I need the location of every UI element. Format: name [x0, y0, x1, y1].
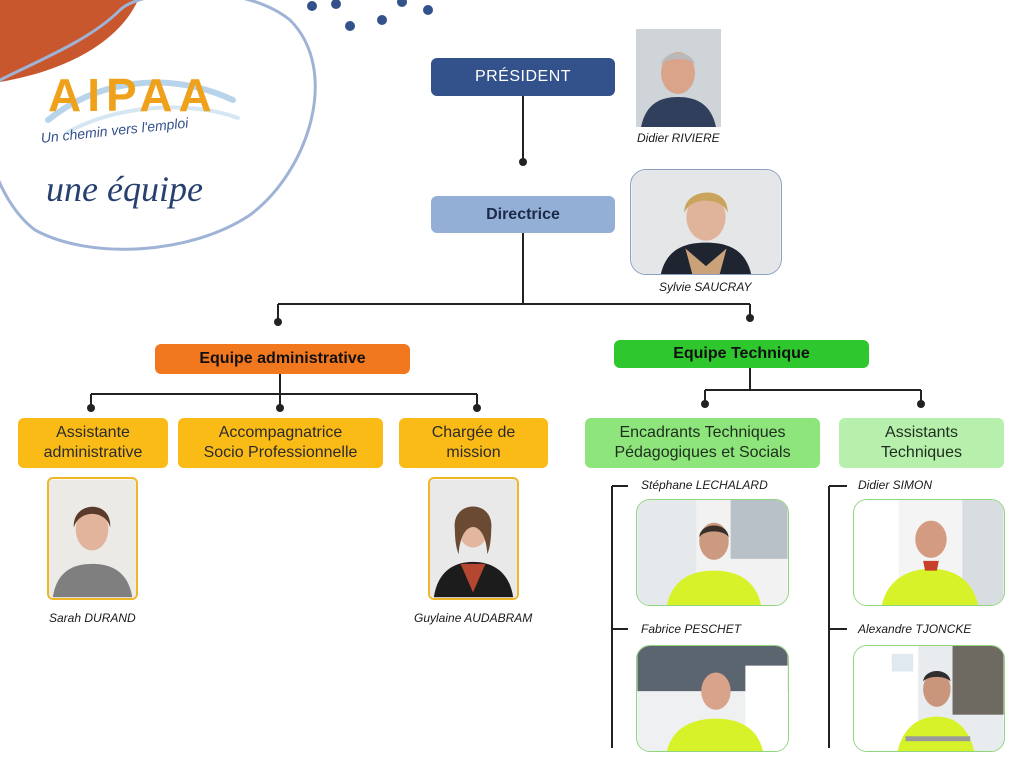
person-silhouette-icon [636, 29, 721, 127]
role-line: Assistants [885, 424, 958, 441]
member-photo-alexandre [853, 645, 1005, 752]
logo-swoosh [45, 79, 240, 134]
role-line: Techniques [881, 444, 962, 461]
role-chargee-de-mission: Chargée de mission [399, 418, 548, 468]
member-photo-fabrice [636, 645, 789, 752]
role-line: Accompagnatrice [218, 424, 343, 441]
role-accompagnatrice: Accompagnatrice Socio Professionnelle [178, 418, 383, 468]
admin-team-box: Equipe administrative [155, 344, 410, 374]
person-silhouette-icon [637, 646, 788, 751]
person-silhouette-icon [854, 500, 1004, 605]
orange-blob [0, 0, 138, 82]
person-silhouette-icon [854, 646, 1004, 751]
role-line: Pédagogiques et Socials [614, 444, 791, 461]
role-line: administrative [43, 444, 143, 461]
role-encadrants-techniques: Encadrants Techniques Pédagogiques et So… [585, 418, 820, 468]
person-silhouette-icon [430, 479, 517, 598]
member-name-didier-simon: Didier SIMON [858, 478, 933, 492]
member-photo-sarah [47, 477, 138, 600]
member-photo-guylaine [428, 477, 519, 600]
logo-brand: AIPAA [48, 69, 218, 121]
director-name: Sylvie SAUCRAY [659, 280, 752, 294]
director-box: Directrice [431, 196, 615, 233]
president-box: PRÉSIDENT [431, 58, 615, 96]
person-silhouette-icon [631, 170, 781, 274]
member-name-sarah: Sarah DURAND [49, 611, 136, 625]
member-photo-stephane [636, 499, 789, 606]
role-line: Encadrants Techniques [619, 424, 786, 441]
president-name: Didier RIVIERE [637, 131, 720, 145]
director-photo [630, 169, 782, 275]
role-line: Chargée de [431, 424, 516, 441]
member-photo-didier-simon [853, 499, 1005, 606]
dot-decoration [307, 0, 433, 31]
blue-outline-blob [0, 0, 317, 251]
member-name-fabrice: Fabrice PESCHET [641, 622, 742, 636]
president-photo [636, 29, 721, 127]
member-name-guylaine: Guylaine AUDABRAM [414, 611, 533, 625]
role-assistante-administrative: Assistante administrative [18, 418, 168, 468]
member-name-alexandre: Alexandre TJONCKE [858, 622, 972, 636]
person-silhouette-icon [637, 500, 788, 605]
logo: AIPAA Un chemin vers l'emploi [38, 60, 248, 160]
role-assistants-techniques: Assistants Techniques [839, 418, 1004, 468]
role-line: Socio Professionnelle [203, 444, 358, 461]
page-heading: une équipe [46, 169, 203, 209]
role-line: mission [446, 444, 501, 461]
person-silhouette-icon [49, 479, 136, 598]
technical-team-box: Equipe Technique [614, 340, 869, 368]
member-name-stephane: Stéphane LECHALARD [641, 478, 768, 492]
role-line: Assistante [56, 424, 130, 441]
